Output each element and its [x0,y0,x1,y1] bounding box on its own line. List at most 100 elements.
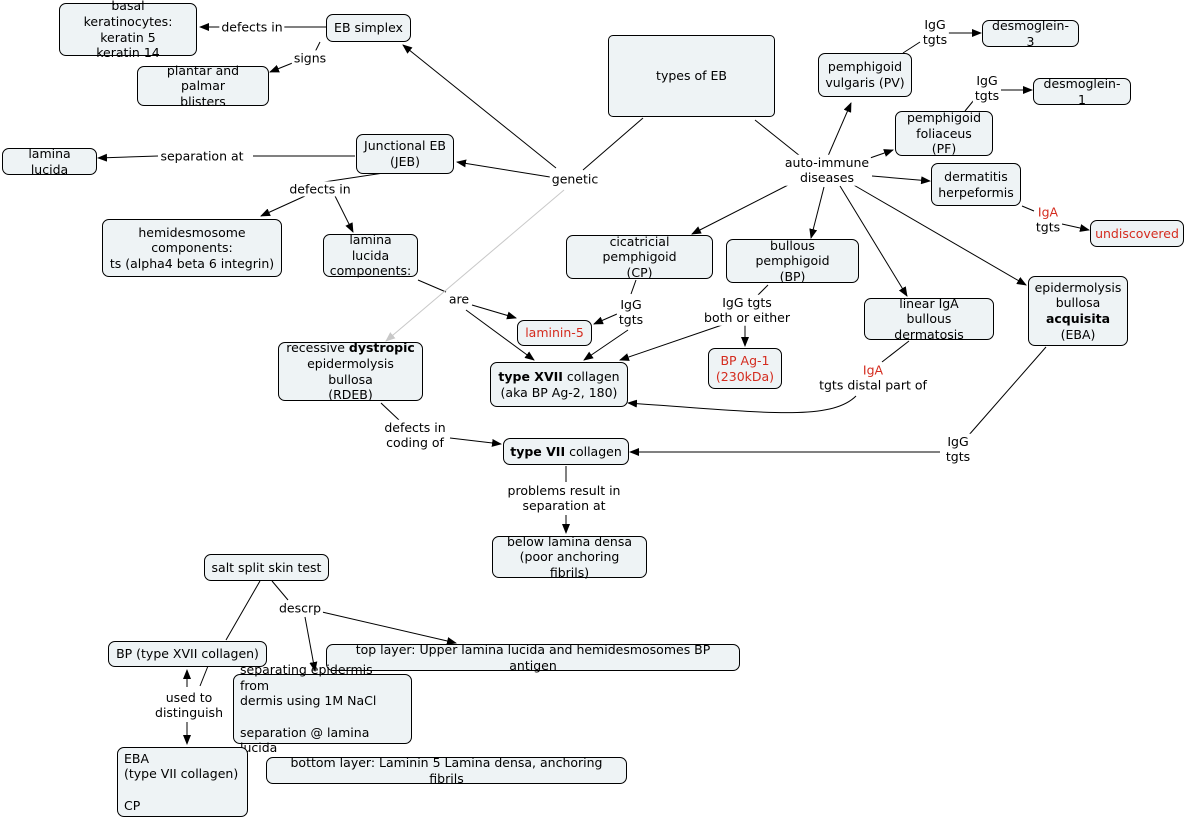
edge-pf-igg [964,99,975,112]
edge-pv-igg [902,41,921,54]
edge-signs-plantar [269,61,296,73]
edge-salt-descrp [271,580,289,601]
edge-rdeb-defects [380,402,400,421]
node-desmoglein-1[interactable]: desmoglein-1 [1033,76,1131,107]
node-lamina-lucida-components[interactable]: lamina lucida components: [323,232,418,278]
edge-bp-igg [757,284,769,296]
edge-defects-llc [334,195,354,233]
node-bp-ag-1[interactable]: BP Ag-1 (230kDa) [708,348,782,389]
edge-igg-laminin [593,313,618,325]
label-iga-linear: IgA [860,362,886,378]
edge-separation-ll [97,153,159,162]
edge-are-laminin [471,304,517,320]
edge-descrp-top [321,611,457,645]
label-autoimmune-diseases: auto-immune diseases [782,154,872,186]
edge-igg-t17-bp [619,323,726,361]
label-tgts-distal: tgts distal part of [817,377,929,393]
node-hemidesmosome-components[interactable]: hemidesmosome components: ts (alpha4 bet… [102,219,282,277]
edge-ai-eba [851,183,1027,286]
node-dermatitis-herpeformis[interactable]: dermatitis herpeformis [931,163,1021,206]
edge-ai-pv [827,102,852,157]
t7-text-2: collagen [565,443,622,459]
label-defects-in: defects in [219,19,285,35]
edge-eba-igg [967,346,1047,437]
edge-salt-bp [225,580,261,641]
node-bp-type-xvii[interactable]: BP (type XVII collagen) [108,641,267,667]
node-type-vii-collagen[interactable]: type VII collagen [503,438,629,465]
edge-genetic-ebs [402,44,557,169]
edge-defects-hemi [260,195,306,217]
label-igg-tgts-bp: IgG tgts both or either [702,294,792,326]
label-igg-tgts-pv: IgG tgts [920,16,950,48]
label-are: are [446,291,472,307]
node-junctional-eb[interactable]: Junctional EB (JEB) [356,134,454,174]
edge-genetic-jeb [456,159,551,178]
edge-cp-igg [630,279,637,295]
label-problems: problems result in separation at [505,482,623,514]
node-pemphigoid-vulgaris[interactable]: pemphigoid vulgaris (PV) [818,53,912,97]
label-tgts-dh: tgts [1033,219,1063,235]
edge-ai-cp [691,183,791,235]
edge-ebs-signs [314,41,321,53]
edge-tgts-t17 [627,395,857,414]
node-desmoglein-3[interactable]: desmoglein-3 [982,18,1079,49]
edge-dh-iga [1021,205,1035,212]
node-bullous-pemphigoid[interactable]: bullous pemphigoid (BP) [726,238,859,284]
node-top-layer[interactable]: top layer: Upper lamina lucida and hemid… [326,642,740,673]
edge-linear-iga [881,340,910,363]
label-igg-tgts-pf: IgG tgts [972,72,1002,104]
node-plantar-palmar-blisters[interactable]: plantar and palmar blisters [137,63,269,109]
node-eb-simplex[interactable]: EB simplex [326,14,411,42]
node-basal-keratinocytes[interactable]: basal keratinocytes: keratin 5 keratin 1… [59,0,197,60]
edge-ai-dh [871,175,931,185]
label-separation-at: separation at [158,148,246,164]
node-laminin-5[interactable]: laminin-5 [517,320,592,346]
t17-bold: type XVII [498,368,563,384]
edge-descrp-sep [304,616,318,672]
edge-ai-linear [839,185,908,297]
t17-text-2: collagen [562,368,620,384]
node-pemphigoid-foliaceus[interactable]: pemphigoid foliaceus (PF) [895,110,993,156]
label-descrp: descrp [276,600,324,616]
rdeb-text-1: recessive [286,340,349,356]
eba-text-3: (EBA) [1060,326,1096,342]
label-used-to-distinguish: used to distinguish [153,689,225,721]
edge-types-genetic [582,117,644,171]
node-linear-iga[interactable]: linear IgA bullous dermatosis [864,296,994,342]
label-defects-in-jeb: defects in [287,181,353,197]
edge-types-autoimmune [754,119,801,157]
t17-text-3: (aka BP Ag-2, 180) [500,384,618,400]
edge-ai-pf [869,149,894,159]
edge-bp-usedto [199,665,209,687]
label-igg-tgts-cp: IgG tgts [616,296,646,328]
node-bottom-layer[interactable]: bottom layer: Laminin 5 Lamina densa, an… [266,755,627,786]
edge-genetic-rdeb [385,189,565,342]
label-defects-coding: defects in coding of [382,419,448,451]
node-type-xvii-collagen[interactable]: type XVII collagen(aka BP Ag-2, 180) [490,362,628,407]
rdeb-text-bold: dystropic [348,340,415,356]
eba-text-bold: acquisita [1045,311,1111,326]
t7-bold: type VII [510,443,566,459]
label-genetic: genetic [549,171,601,187]
edge-llc-are [417,279,447,293]
node-below-lamina-densa[interactable]: below lamina densa (poor anchoring fibri… [492,534,647,580]
node-lamina-lucida[interactable]: lamina lucida [2,146,97,177]
edge-igg-t17 [583,329,629,361]
node-cicatricial-pemphigoid[interactable]: cicatricial pemphigoid (CP) [566,234,713,280]
node-eba-type-vii[interactable]: EBA (type VII collagen) CP [117,747,248,817]
node-types-of-eb[interactable]: types of EB [608,35,775,117]
edge-iga-undiscovered [1061,223,1090,232]
edge-ai-bp [809,186,825,239]
node-separating-epidermis[interactable]: separating epidermis from dermis using 1… [233,662,412,755]
node-salt-split-skin-test[interactable]: salt split skin test [204,554,329,581]
label-igg-tgts-eba: IgG tgts [943,433,973,465]
label-signs: signs [291,50,329,66]
node-undiscovered[interactable]: undiscovered [1090,220,1184,247]
edge-are-t17 [465,309,535,361]
eba-text-1: epidermolysis bullosa [1034,279,1122,311]
rdeb-text-3: epidermolysis bullosa (RDEB) [307,355,394,403]
